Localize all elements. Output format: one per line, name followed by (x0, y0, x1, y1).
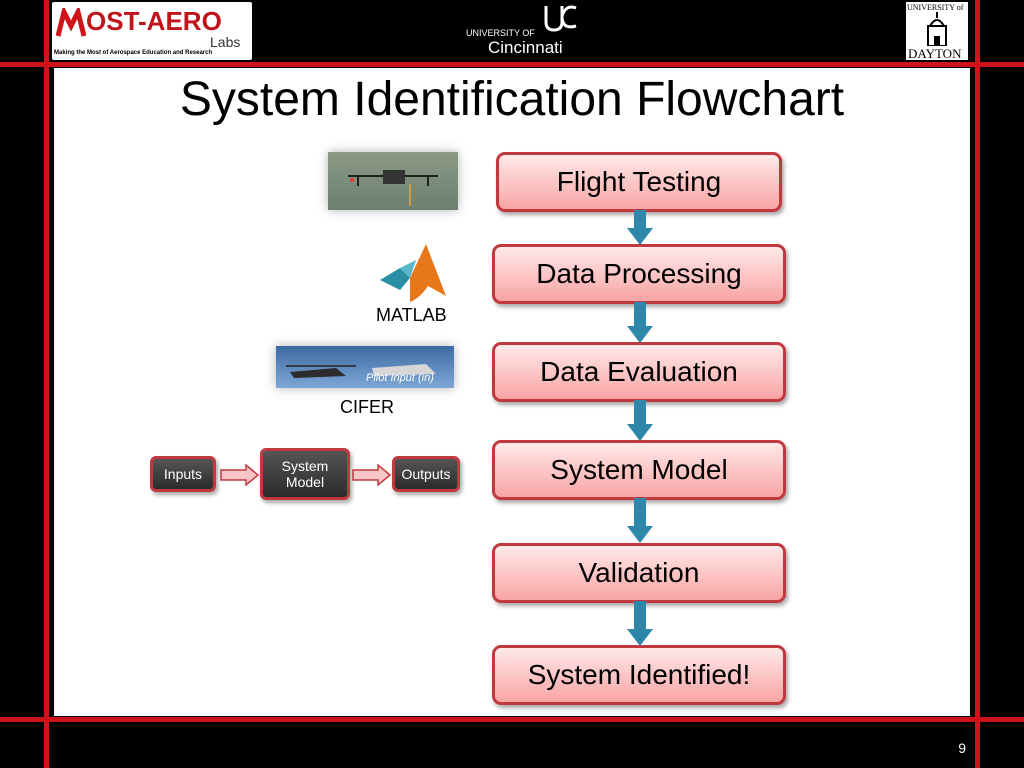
uc-mark-icon (544, 5, 577, 32)
chapel-icon (927, 12, 947, 46)
flow-box-validation: Validation (492, 543, 786, 603)
model-to-outputs-arrow (352, 464, 392, 486)
flow-box-flight-testing: Flight Testing (496, 152, 782, 212)
drone-photo (328, 152, 458, 210)
quadcopter-icon (348, 170, 438, 206)
cincinnati-logo: UNIVERSITY OF Cincinnati (452, 0, 592, 62)
frame-left-line (44, 0, 49, 768)
flow-arrow-3 (627, 400, 653, 441)
cifer-screenshot: Pilot Input (in) (276, 346, 454, 388)
matlab-caption: MATLAB (376, 305, 447, 325)
frame-bottom-line (0, 717, 1024, 722)
inputs-box: Inputs (150, 456, 216, 492)
flow-box-data-processing: Data Processing (492, 244, 786, 304)
frame-top-line (0, 62, 1024, 67)
matlab-membrane-icon (380, 244, 446, 302)
system-model-box: System Model (260, 448, 350, 500)
dayton-logo: UNIVERSITY of DAYTON (906, 2, 968, 61)
flow-box-system-identified: System Identified! (492, 645, 786, 705)
m-swoosh-icon (56, 8, 86, 37)
slide-title: System Identification Flowchart (179, 73, 845, 126)
flow-arrow-1 (627, 210, 653, 245)
flow-box-data-evaluation: Data Evaluation (492, 342, 786, 402)
frame-right-line (975, 0, 980, 768)
inputs-to-model-arrow (220, 464, 260, 486)
cifer-caption: CIFER (340, 397, 394, 417)
flow-arrow-2 (627, 302, 653, 343)
helicopter-icon (286, 364, 436, 378)
flow-arrow-5 (627, 601, 653, 646)
flow-box-system-model: System Model (492, 440, 786, 500)
matlab-logo (376, 240, 448, 306)
outputs-box: Outputs (392, 456, 460, 492)
flow-arrow-4 (627, 498, 653, 543)
most-aero-logo: OST-AERO Labs Making the Most of Aerospa… (52, 2, 252, 60)
page-number: 9 (958, 740, 966, 756)
